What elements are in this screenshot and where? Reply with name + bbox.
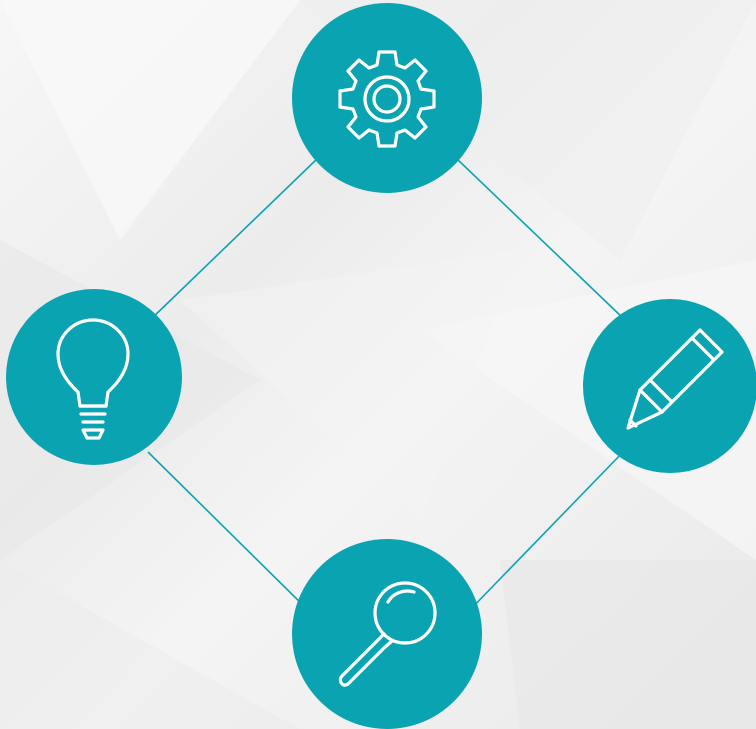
lightbulb-icon (56, 318, 130, 440)
node-right (583, 299, 756, 473)
pencil-icon (626, 328, 724, 430)
node-circle (6, 289, 182, 465)
node-circle (583, 299, 756, 473)
node-circle (292, 3, 482, 193)
connector-right-bottom (465, 449, 626, 615)
node-bottom (292, 539, 482, 729)
connector-left-bottom (147, 451, 313, 615)
gear-icon (338, 50, 436, 148)
node-left (6, 289, 182, 465)
node-circle (292, 539, 482, 729)
magnifier-icon (338, 581, 437, 687)
connector-top-left (147, 157, 319, 323)
connector-top-right (455, 157, 626, 321)
node-top (292, 3, 482, 193)
